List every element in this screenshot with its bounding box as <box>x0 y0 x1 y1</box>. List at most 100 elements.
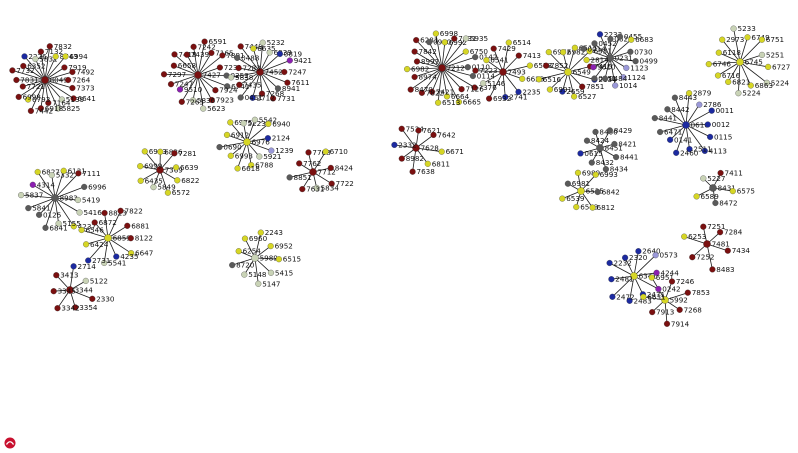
graph-node-6872 <box>91 219 98 226</box>
graph-node-7283 <box>235 64 242 72</box>
graph-node-8424 <box>327 164 334 171</box>
graph-node-0620 <box>607 35 614 43</box>
graph-node-2973 <box>719 36 726 43</box>
node-label: 7731 <box>277 94 295 103</box>
graph-node-0730 <box>627 48 634 55</box>
node-label: 7413 <box>523 51 541 60</box>
graph-node-5415 <box>267 269 275 276</box>
graph-node-6821 <box>725 78 732 85</box>
graph-edge <box>633 251 639 277</box>
node-label: 7914 <box>671 319 690 328</box>
node-label: 8983 <box>60 194 78 203</box>
graph-edge <box>441 67 474 77</box>
node-label: 5332 <box>56 171 74 180</box>
node-label: 6254 <box>243 247 262 256</box>
graph-node-2235 <box>515 88 522 95</box>
node-label: 2233 <box>604 30 622 39</box>
graph-node-6424 <box>83 241 90 248</box>
node-label: 7369 <box>165 166 184 175</box>
graph-node-2640 <box>635 248 642 255</box>
node-label: 0011 <box>716 106 734 115</box>
graph-edge <box>231 71 261 78</box>
graph-node-8442 <box>664 106 671 113</box>
node-label: 6998 <box>440 29 459 38</box>
graph-edge <box>739 61 768 84</box>
graph-node-6716 <box>714 72 722 79</box>
node-label: 7247 <box>288 68 306 77</box>
graph-node-2483 <box>626 297 633 304</box>
graph-edge <box>38 197 56 216</box>
node-label: 6841 <box>49 223 67 232</box>
node-label: 7247 <box>175 80 193 89</box>
graph-node-7281 <box>171 150 178 157</box>
node-label: 6863 <box>755 81 773 90</box>
graph-edge <box>107 237 132 254</box>
node-label: 7252 <box>696 253 714 262</box>
graph-edge <box>654 117 687 126</box>
node-label: 6745 <box>745 58 763 67</box>
graph-edge <box>197 67 221 76</box>
node-label: 6982 <box>567 48 585 57</box>
graph-node-4235 <box>113 253 120 260</box>
graph-edge <box>738 61 741 94</box>
graph-node-7768 <box>305 149 312 156</box>
graph-node-7611 <box>284 79 291 86</box>
graph-node-6749 <box>744 34 751 41</box>
graph-edge <box>22 79 46 87</box>
graph-node-6976 <box>243 138 251 146</box>
graph-node-0616 <box>682 121 690 129</box>
graph-node-6254 <box>235 248 242 255</box>
graph-node-6745 <box>736 58 744 66</box>
graph-edge <box>107 225 128 239</box>
graph-edge <box>44 79 63 100</box>
graph-node-6253 <box>681 233 688 240</box>
node-label: 6998 <box>23 92 42 101</box>
node-label: 6543 <box>580 203 598 212</box>
graph-edge <box>567 71 595 80</box>
graph-edge <box>45 197 56 228</box>
graph-node-3413 <box>53 272 60 279</box>
graph-node-7268 <box>676 306 683 313</box>
node-label: 2814 <box>591 56 610 65</box>
graph-edge <box>18 79 46 98</box>
node-label: 6575 <box>737 187 755 196</box>
node-label: 7721 <box>27 82 45 91</box>
graph-edge <box>633 272 657 277</box>
graph-edge <box>37 171 56 199</box>
graph-node-7631 <box>299 186 306 193</box>
graph-edge <box>739 61 769 68</box>
node-label: 8720 <box>236 261 255 270</box>
graph-edge <box>721 39 741 63</box>
node-label: 6527 <box>578 92 596 101</box>
node-label: 7638 <box>417 167 436 176</box>
graph-node-7852 <box>543 62 550 69</box>
graph-node-2481 <box>608 276 615 283</box>
node-label: 2235 <box>522 87 540 96</box>
graph-node-6999 <box>137 163 144 170</box>
graph-node-6912 <box>223 131 231 138</box>
node-label: 7492 <box>76 68 94 77</box>
graph-node-4314 <box>29 181 36 188</box>
graph-edge <box>237 141 248 169</box>
graph-node-8813 <box>101 209 108 217</box>
node-label: 9510 <box>184 85 203 94</box>
graph-node-6665 <box>455 98 462 106</box>
node-label: 2332 <box>398 140 416 149</box>
graph-node-6121 <box>60 167 67 174</box>
node-label: 6989 <box>582 168 601 177</box>
graph-node-6658 <box>170 62 177 69</box>
node-label: 6535 <box>586 187 604 196</box>
graph-node-8429 <box>606 127 613 134</box>
graph-edge <box>44 56 57 81</box>
graph-node-0452 <box>591 40 598 47</box>
node-label: 5849 <box>157 183 176 192</box>
graph-node-5148 <box>241 271 248 278</box>
graph-edge <box>85 237 109 245</box>
graph-edge <box>246 119 256 143</box>
node-label: 5232 <box>267 38 285 47</box>
graph-node-7452 <box>256 68 264 76</box>
node-label: 0125 <box>43 210 61 219</box>
graph-node-6998 <box>432 30 439 37</box>
graph-node-6972 <box>545 49 552 56</box>
